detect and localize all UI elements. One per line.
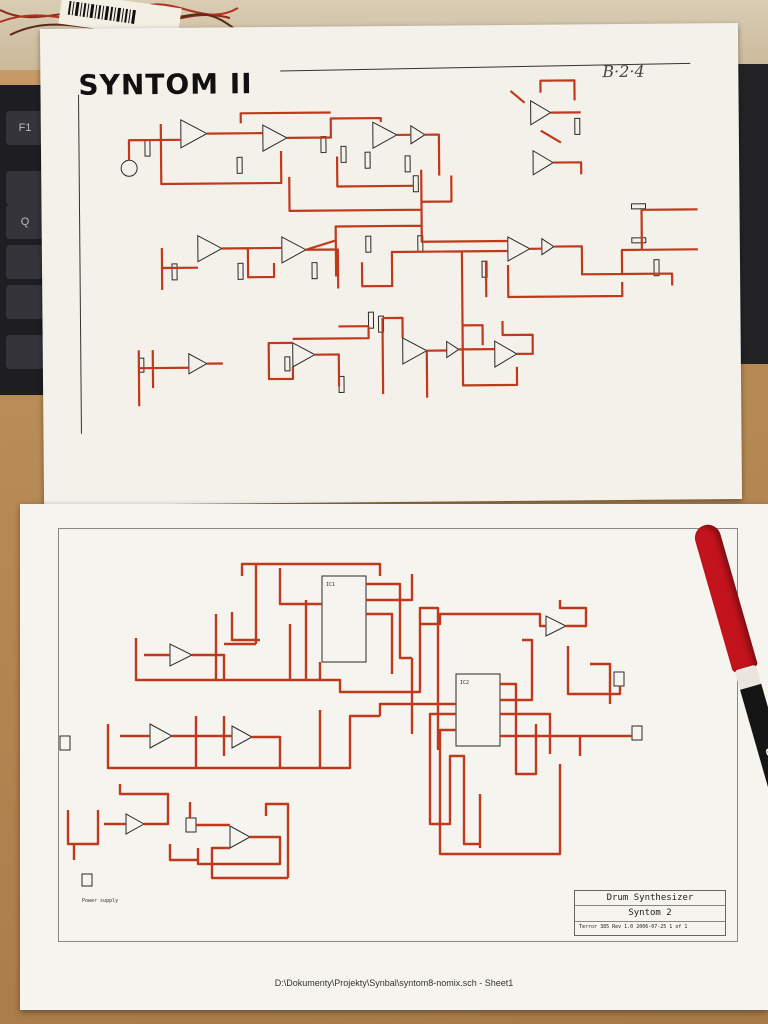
barcode-sticker bbox=[58, 0, 182, 41]
title-block-meta: Terror 385 Rev 1.0 2006-07-25 1 of 1 bbox=[579, 924, 688, 930]
svg-text:Power supply: Power supply bbox=[82, 898, 118, 904]
svg-text:IC1: IC1 bbox=[326, 582, 335, 588]
title-block-subtitle: Syntom 2 bbox=[575, 905, 725, 922]
keyboard-key: Q bbox=[6, 205, 44, 239]
schematic-drawing-top bbox=[78, 62, 698, 434]
file-path-footer: D:\Dokumenty\Projekty\Synbal\syntom8-nom… bbox=[274, 978, 514, 988]
svg-text:IC2: IC2 bbox=[460, 680, 469, 686]
drawing-frame bbox=[58, 528, 738, 942]
keyboard-key bbox=[6, 171, 44, 205]
keyboard-key bbox=[6, 245, 44, 279]
title-block-title: Drum Synthesizer bbox=[575, 891, 725, 906]
title-block: Drum Synthesizer Syntom 2 Terror 385 Rev… bbox=[574, 890, 726, 936]
keyboard-key bbox=[6, 335, 44, 369]
keyboard-key: F1 bbox=[6, 111, 44, 145]
schematic-sheet-top: SYNTOM II B·2·4 bbox=[39, 22, 743, 506]
keyboard-key bbox=[6, 285, 44, 319]
